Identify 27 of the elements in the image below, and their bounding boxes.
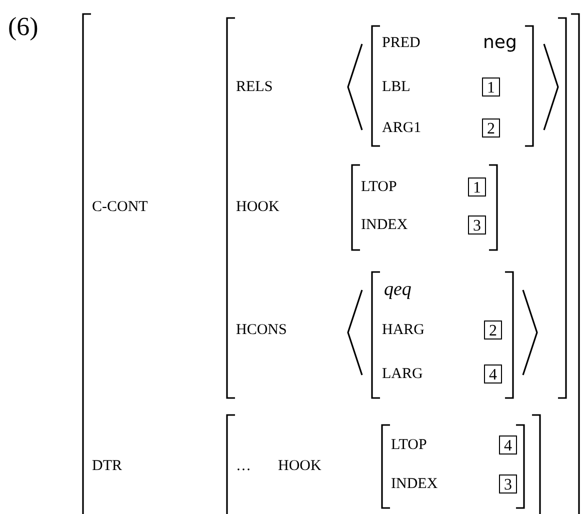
feature-label: LARG <box>382 365 423 384</box>
feature-label: PRED <box>382 34 420 53</box>
feature-label: HOOK <box>236 198 280 217</box>
feature-label: ARG1 <box>382 119 422 138</box>
tag-box: 4 <box>484 364 502 384</box>
feature-label: LTOP <box>361 178 397 197</box>
feature-label: INDEX <box>361 216 408 235</box>
tag-box: 2 <box>484 320 502 340</box>
feature-label: DTR <box>92 457 122 476</box>
feature-label: HOOK <box>278 457 322 476</box>
example-number: (6) <box>8 12 38 42</box>
value-label: neg <box>483 33 517 53</box>
feature-label: HCONS <box>236 321 287 340</box>
tag-box: 1 <box>468 178 486 196</box>
feature-label: HARG <box>382 321 425 340</box>
feature-label: RELS <box>236 78 273 97</box>
type-label: qeq <box>384 280 412 300</box>
feature-label: … <box>236 457 251 476</box>
feature-label: LTOP <box>391 436 427 455</box>
tag-box: 1 <box>482 78 500 96</box>
feature-label: LBL <box>382 78 410 97</box>
tag-box: 3 <box>499 474 517 494</box>
feature-label: INDEX <box>391 475 438 494</box>
tag-box: 2 <box>482 118 500 138</box>
feature-label: C-CONT <box>92 198 148 217</box>
tag-box: 4 <box>499 436 517 454</box>
tag-box: 3 <box>468 216 486 234</box>
